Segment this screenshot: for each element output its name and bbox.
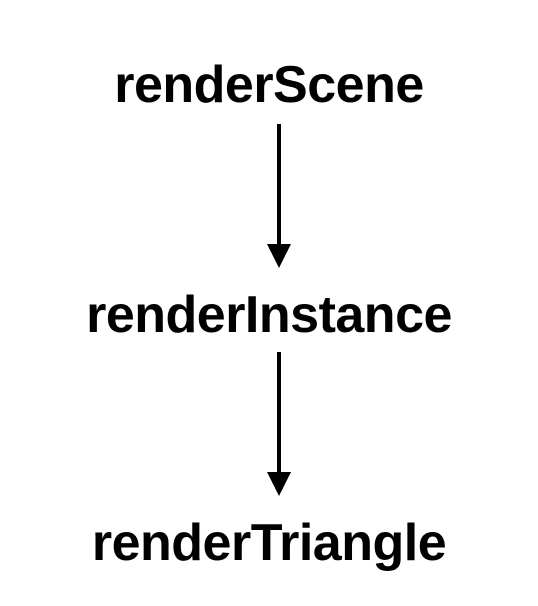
arrow-down-icon: [267, 124, 291, 268]
node-render-triangle: renderTriangle: [91, 514, 447, 572]
node-render-scene: renderScene: [114, 56, 424, 114]
arrow-down-icon: [267, 352, 291, 496]
node-render-instance: renderInstance: [86, 286, 452, 344]
